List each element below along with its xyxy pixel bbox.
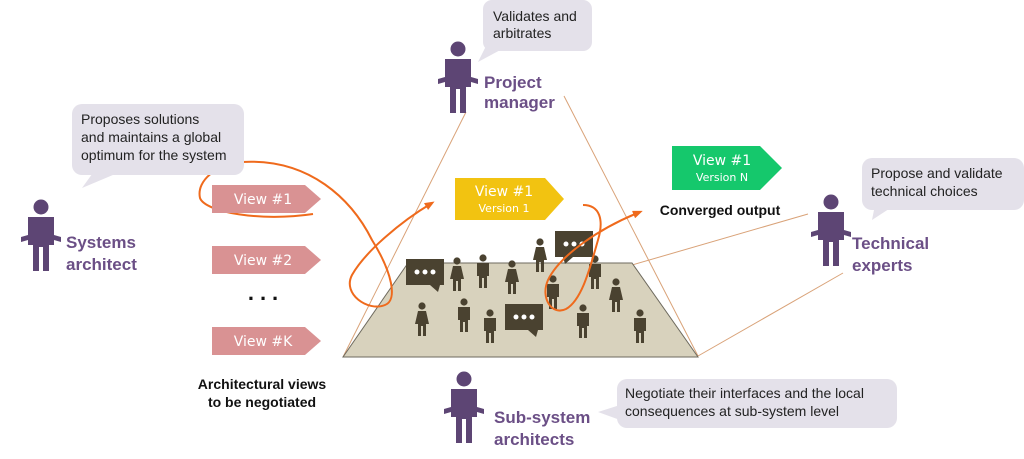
subsystem-architects: Negotiate their interfaces and the local… xyxy=(444,371,897,449)
role-label: Project xyxy=(484,73,542,92)
view-tag-2: View #2 xyxy=(212,246,321,274)
chat-bubble-icon xyxy=(505,304,543,337)
views-ellipsis: ... xyxy=(248,280,284,305)
person-shrug-icon xyxy=(811,194,851,266)
project-manager: Validates and arbitrates Project manager xyxy=(438,0,592,113)
bubble-text: Proposes solutions xyxy=(81,111,199,127)
converged-output-caption: Converged output xyxy=(660,202,781,218)
pyramid-lines xyxy=(342,95,844,358)
view-tag-label: View #2 xyxy=(234,253,292,269)
view-tag-label: View #K xyxy=(234,334,293,350)
version-n-tag: View #1 Version N xyxy=(672,146,782,190)
bubble-text: Validates and xyxy=(493,8,577,24)
bubble-text: technical choices xyxy=(871,183,978,199)
technical-experts: Propose and validate technical choices T… xyxy=(811,158,1024,275)
view-tag-label: View #1 xyxy=(234,192,292,208)
bubble-text: and maintains a global xyxy=(81,129,221,145)
version-tag-sub: Version 1 xyxy=(479,202,530,215)
negotiation-path-1 xyxy=(198,160,435,308)
bubble-text: arbitrates xyxy=(493,25,551,41)
bubble-text: consequences at sub-system level xyxy=(625,403,839,419)
role-label: Systems xyxy=(66,233,136,252)
speech-bubble: Propose and validate technical choices xyxy=(862,158,1024,220)
systems-architect: Proposes solutions and maintains a globa… xyxy=(21,104,244,274)
speech-bubble: Negotiate their interfaces and the local… xyxy=(598,379,897,428)
person-shrug-icon xyxy=(21,199,61,271)
speech-bubble: Validates and arbitrates xyxy=(478,0,592,62)
person-shrug-icon xyxy=(438,41,478,113)
role-label: Sub-system xyxy=(494,408,590,427)
version-1-tag: View #1 Version 1 xyxy=(455,178,564,220)
person-shrug-icon xyxy=(444,371,484,443)
version-tag-label: View #1 xyxy=(693,153,751,169)
chat-bubble-icon xyxy=(555,231,593,264)
views-caption: to be negotiated xyxy=(208,394,316,410)
bubble-text: optimum for the system xyxy=(81,147,227,163)
bubble-text: Negotiate their interfaces and the local xyxy=(625,385,864,401)
role-label: architects xyxy=(494,430,574,449)
pyramid-edge-back xyxy=(631,213,809,266)
pyramid-edge-right xyxy=(563,95,699,357)
views-caption: Architectural views xyxy=(198,376,327,392)
role-label: architect xyxy=(66,255,137,274)
view-tag-k: View #K xyxy=(212,327,321,355)
pyramid-edge-left xyxy=(342,111,467,358)
role-label: Technical xyxy=(852,234,929,253)
bubble-text: Propose and validate xyxy=(871,165,1003,181)
role-label: manager xyxy=(484,93,555,112)
speech-bubble: Proposes solutions and maintains a globa… xyxy=(72,104,244,188)
view-tag-1: View #1 xyxy=(212,185,321,213)
negotiation-path-2 xyxy=(544,204,643,312)
role-label: experts xyxy=(852,256,912,275)
chat-bubble-icon xyxy=(406,259,444,292)
pyramid-edge-front xyxy=(697,272,844,357)
version-tag-sub: Version N xyxy=(696,171,748,184)
version-tag-label: View #1 xyxy=(475,184,533,200)
